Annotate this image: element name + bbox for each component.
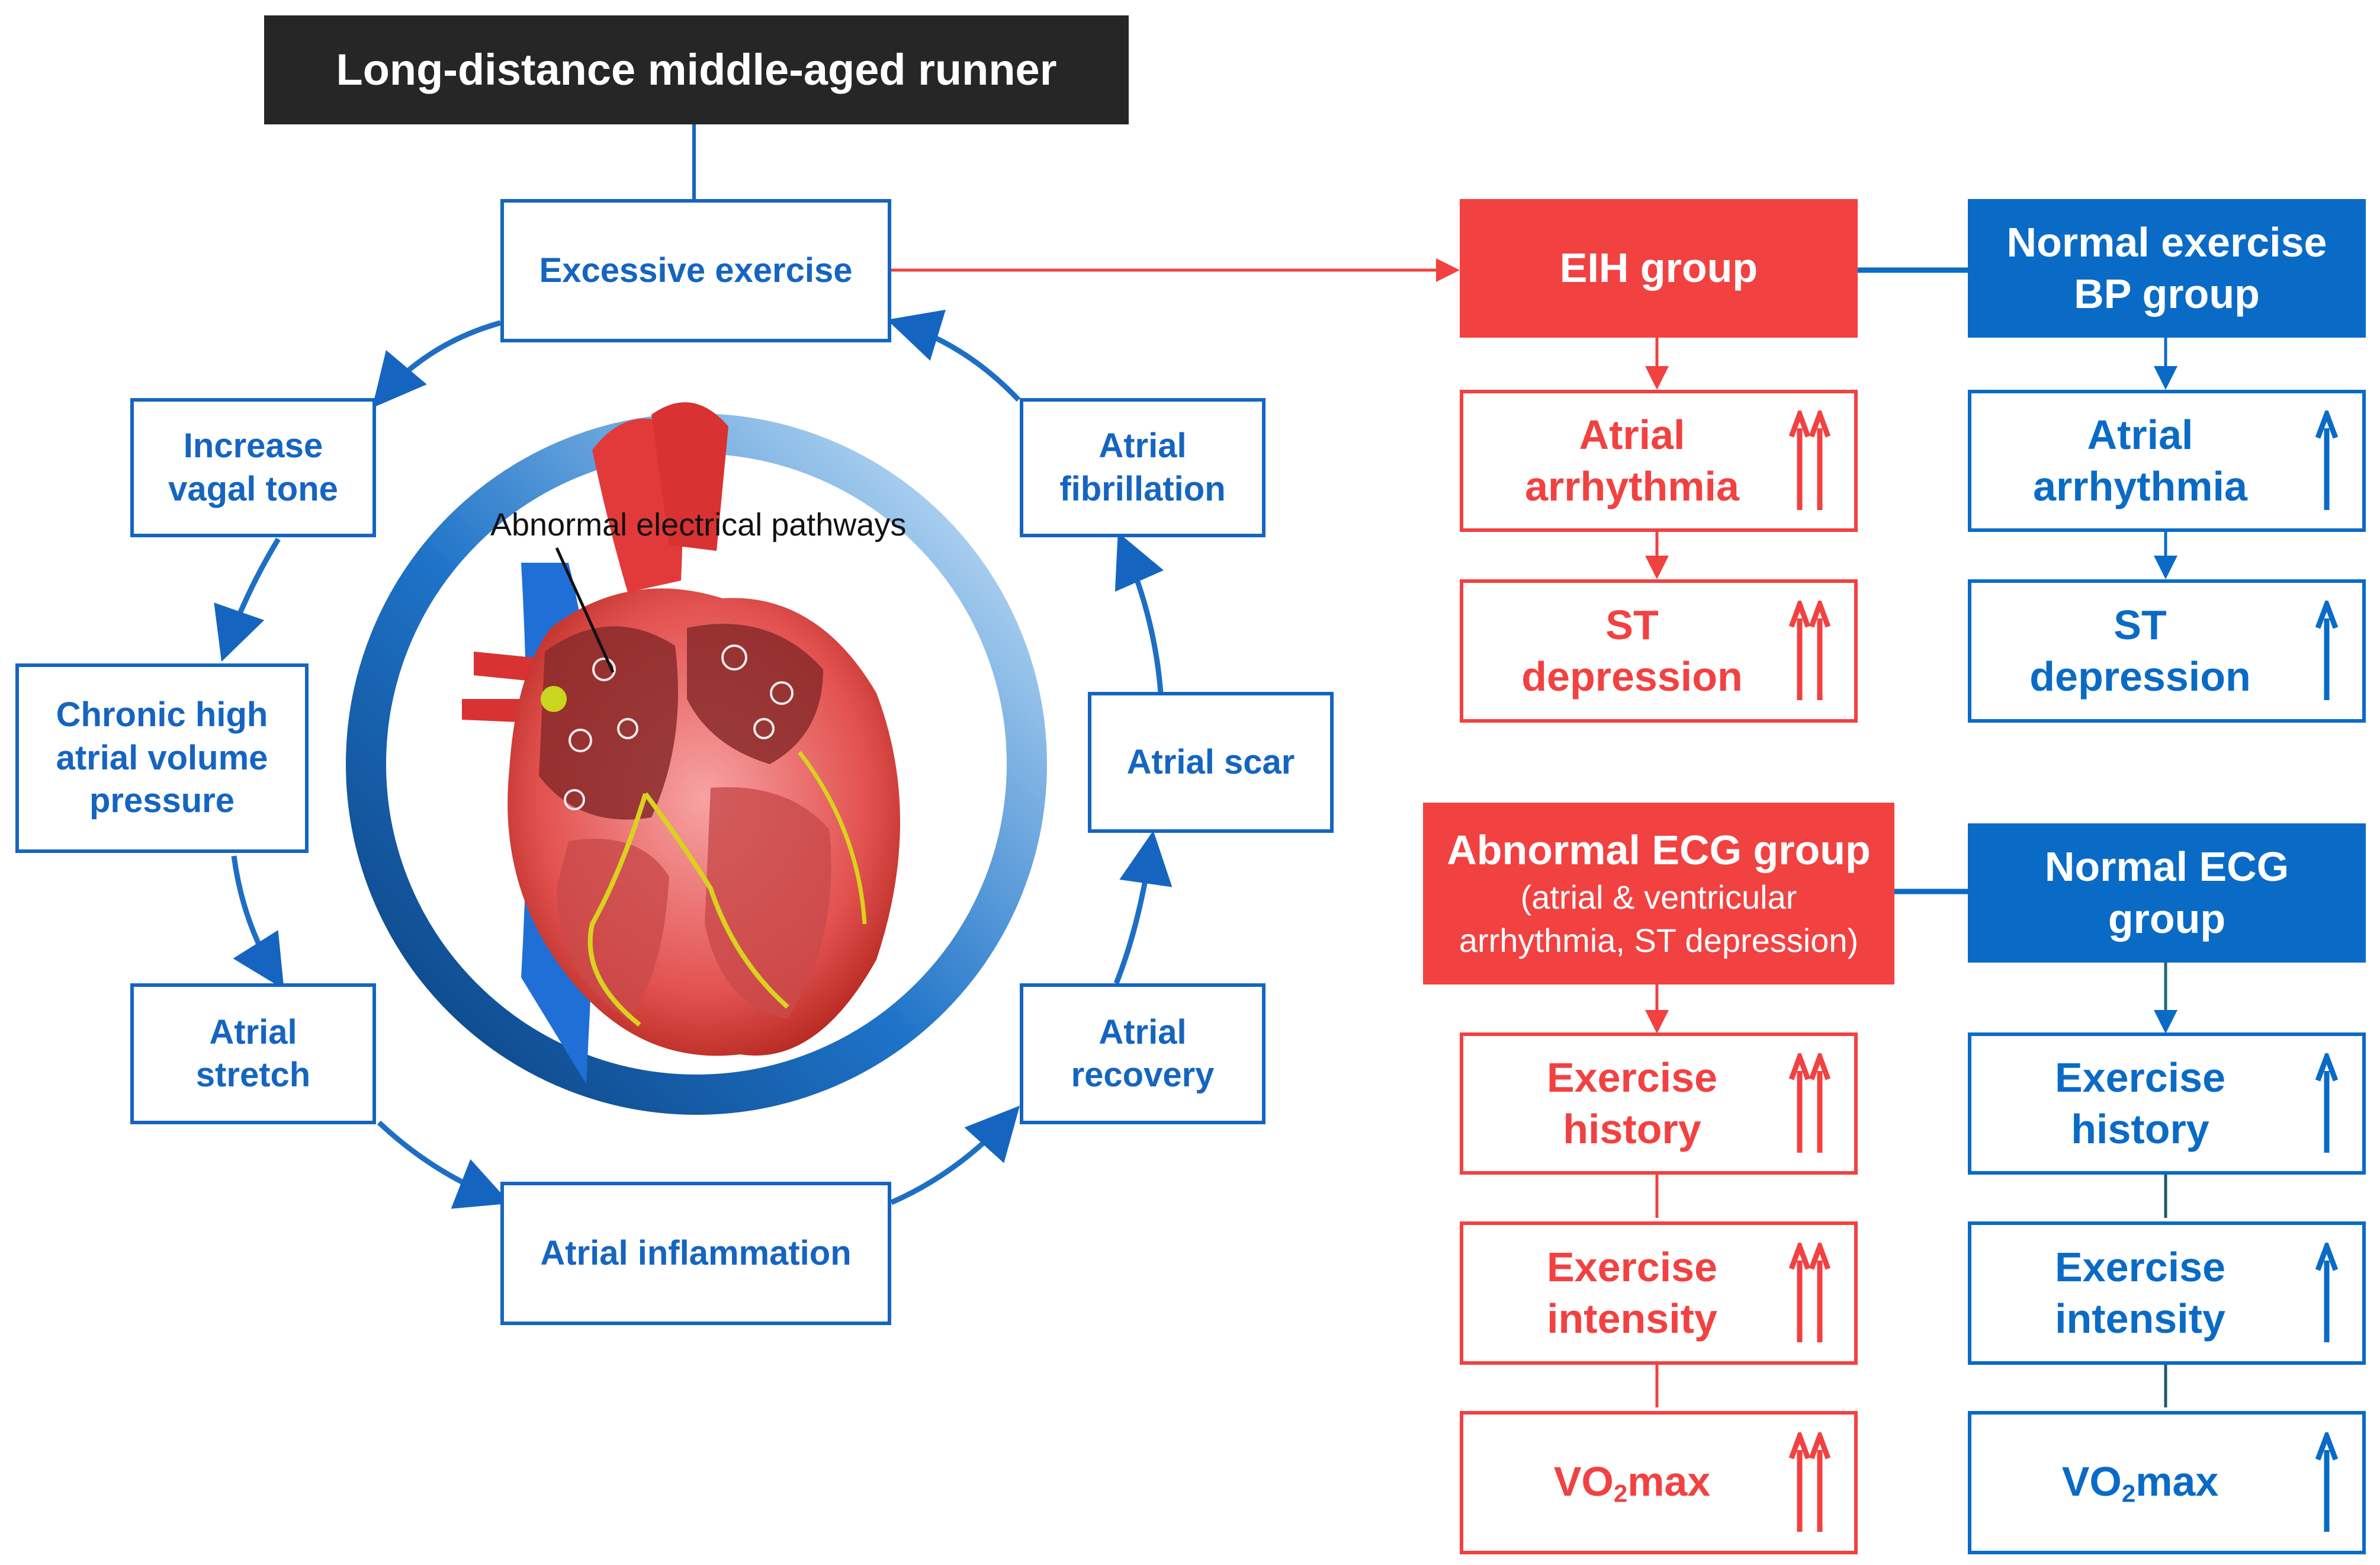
arrow-fibrillation-to-exercise	[887, 309, 1021, 402]
eih-arrhythmia-line-1: Atrial	[1579, 411, 1685, 458]
abnormal-ecg-sub-line-2: arrhythmia, ST depression)	[1459, 922, 1859, 960]
inflammation-label: Atrial inflammation	[540, 1233, 852, 1272]
normal-bp-st-line-1: ST	[2114, 601, 2167, 648]
atrial-stretch-box: Atrial stretch	[130, 983, 376, 1124]
abnormal-ecg-vo2max-box: VO2max	[1460, 1411, 1858, 1554]
eih-group-header: EIH group	[1460, 199, 1858, 338]
heart-annotation: Abnormal electrical pathways	[490, 507, 907, 543]
normal-bp-group-header: Normal exercise BP group	[1968, 199, 2366, 338]
abnormal-ecg-exercise-intensity-box: Exercise intensity	[1460, 1221, 1858, 1365]
abn-intensity-line-2: intensity	[1547, 1295, 1717, 1342]
norm-vo2-prefix: VO	[2061, 1458, 2122, 1505]
atrial-recovery-box: Atrial recovery	[1020, 983, 1266, 1124]
abn-intensity-line-1: Exercise	[1546, 1243, 1718, 1290]
chronic-line-1: Chronic high	[56, 695, 268, 735]
excessive-exercise-box: Excessive exercise	[500, 199, 891, 342]
eih-st-line-2: depression	[1521, 653, 1743, 700]
normal-ecg-header-line-2: group	[2108, 895, 2226, 942]
norm-history-line-1: Exercise	[2054, 1054, 2226, 1101]
normal-bp-header-line-2: BP group	[2074, 271, 2260, 317]
normal-bp-st-line-2: depression	[2029, 653, 2251, 700]
normal-ecg-header-line-1: Normal ECG	[2044, 844, 2289, 890]
double-up-arrow-icon	[1789, 1243, 1830, 1342]
vagal-line-1: Increase	[183, 426, 323, 465]
norm-history-line-2: history	[2071, 1106, 2209, 1152]
stretch-line-1: Atrial	[209, 1012, 297, 1051]
arrow-chronic-to-stretch	[231, 855, 284, 990]
increase-vagal-tone-box: Increase vagal tone	[130, 398, 376, 537]
arrow-scar-to-fibrillation	[1114, 532, 1164, 694]
chronic-line-3: pressure	[89, 781, 235, 820]
chronic-high-pressure-box: Chronic high atrial volume pressure	[15, 663, 309, 853]
stretch-line-2: stretch	[195, 1056, 311, 1094]
single-up-arrow-icon	[2315, 411, 2339, 510]
double-up-arrow-icon	[1789, 411, 1830, 510]
arrow-stretch-to-inflammation	[377, 1120, 510, 1209]
scar-label: Atrial scar	[1126, 742, 1295, 781]
single-up-arrow-icon	[2315, 1432, 2339, 1532]
fibrillation-line-2: fibrillation	[1059, 469, 1226, 508]
abn-vo2-prefix: VO	[1553, 1458, 1614, 1505]
norm-vo2max-label: VO2max	[2062, 1456, 2219, 1509]
arrow-recovery-to-scar	[1113, 830, 1173, 984]
normal-ecg-group-header: Normal ECG group	[1968, 823, 2366, 963]
norm-intensity-line-2: intensity	[2055, 1295, 2225, 1342]
normal-bp-arrhythmia-line-1: Atrial	[2087, 411, 2193, 458]
normal-ecg-vo2max-box: VO2max	[1968, 1411, 2366, 1554]
abn-vo2max-label: VO2max	[1554, 1456, 1711, 1509]
normal-ecg-exercise-history-box: Exercise history	[1968, 1032, 2366, 1175]
eih-st-line-1: ST	[1605, 601, 1659, 648]
abn-history-line-1: Exercise	[1546, 1054, 1718, 1101]
normal-bp-atrial-arrhythmia-box: Atrial arrhythmia	[1968, 390, 2366, 532]
eih-atrial-arrhythmia-box: Atrial arrhythmia	[1460, 390, 1858, 532]
title-text: Long-distance middle-aged runner	[336, 44, 1057, 94]
abnormal-ecg-sub-line-1: (atrial & ventricular	[1520, 878, 1797, 916]
double-up-arrow-icon	[1789, 1432, 1830, 1532]
eih-header-text: EIH group	[1559, 245, 1758, 291]
title-box: Long-distance middle-aged runner	[264, 15, 1129, 124]
excessive-exercise-label: Excessive exercise	[539, 251, 853, 290]
atrial-inflammation-box: Atrial inflammation	[500, 1182, 891, 1325]
arrow-inflammation-to-recovery	[890, 1105, 1020, 1205]
eih-arrhythmia-line-2: arrhythmia	[1525, 463, 1739, 509]
single-up-arrow-icon	[2315, 601, 2339, 700]
normal-bp-arrhythmia-line-2: arrhythmia	[2033, 463, 2247, 509]
abnormal-ecg-group-header: Abnormal ECG group (atrial & ventricular…	[1423, 803, 1894, 984]
atrial-scar-box: Atrial scar	[1088, 692, 1334, 833]
abn-vo2-suffix: max	[1627, 1458, 1711, 1505]
arrow-exercise-to-vagal	[372, 320, 502, 408]
abn-vo2-sub: 2	[1613, 1479, 1628, 1508]
normal-bp-st-depression-box: ST depression	[1968, 579, 2366, 723]
norm-vo2-sub: 2	[2121, 1479, 2136, 1508]
abn-history-line-2: history	[1563, 1106, 1701, 1152]
normal-ecg-exercise-intensity-box: Exercise intensity	[1968, 1221, 2366, 1365]
vagal-line-2: vagal tone	[168, 469, 338, 508]
norm-intensity-line-1: Exercise	[2054, 1243, 2226, 1290]
normal-bp-header-line-1: Normal exercise	[2006, 219, 2327, 265]
norm-vo2-suffix: max	[2135, 1458, 2219, 1505]
eih-st-depression-box: ST depression	[1460, 579, 1858, 723]
fibrillation-line-1: Atrial	[1099, 426, 1187, 465]
abnormal-ecg-exercise-history-box: Exercise history	[1460, 1032, 1858, 1175]
recovery-line-1: Atrial	[1099, 1012, 1187, 1051]
double-up-arrow-icon	[1789, 1053, 1830, 1153]
arrow-vagal-to-chronic	[214, 537, 281, 662]
double-up-arrow-icon	[1789, 601, 1830, 700]
single-up-arrow-icon	[2315, 1053, 2339, 1153]
chronic-line-2: atrial volume	[56, 738, 268, 777]
single-up-arrow-icon	[2315, 1243, 2339, 1342]
recovery-line-2: recovery	[1071, 1056, 1215, 1094]
heart-illustration	[462, 402, 900, 1084]
atrial-fibrillation-box: Atrial fibrillation	[1020, 398, 1266, 537]
abnormal-ecg-header-text: Abnormal ECG group	[1447, 826, 1871, 873]
